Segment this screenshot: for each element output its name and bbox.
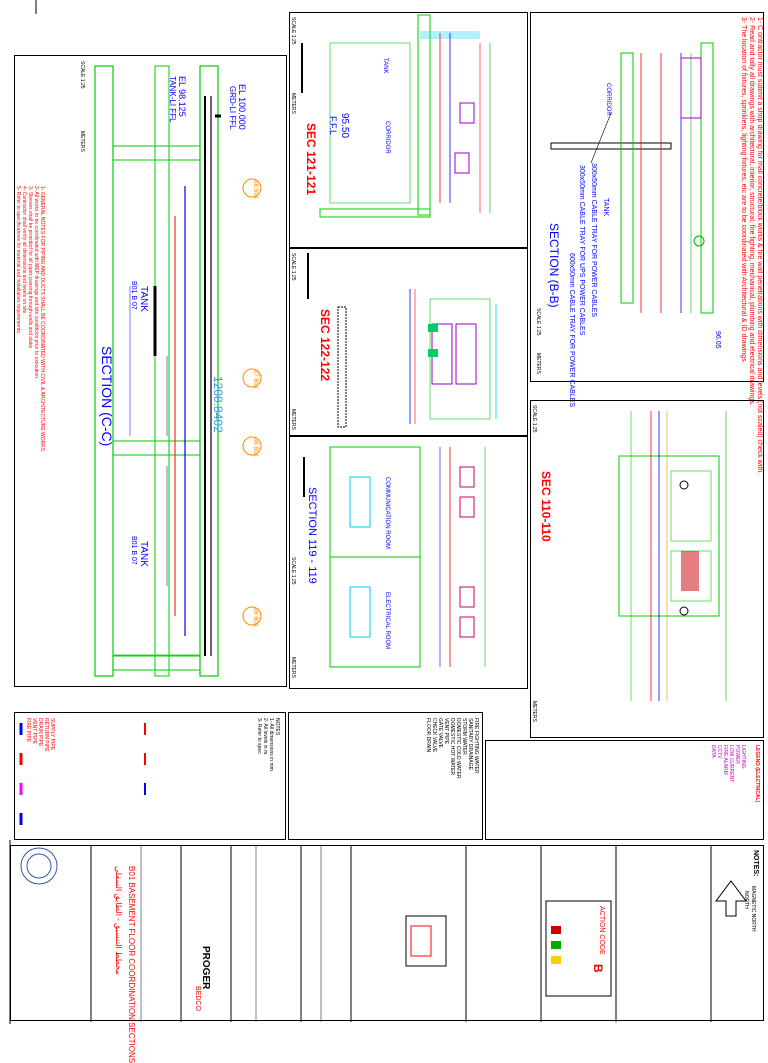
sec-110-frame: SEC 110-110 SCALE 1:25 METERS bbox=[530, 400, 764, 738]
cc-tag-1: 08 B01 bbox=[252, 180, 258, 200]
cc-tag-2: 07 B01 bbox=[252, 370, 258, 390]
drawing-title: B01 BASEMENT FLOOR COORDINATION SECTIONS bbox=[127, 866, 136, 1063]
title-block: B01 BASEMENT FLOOR COORDINATION SECTIONS… bbox=[10, 845, 764, 1063]
sec-bb-level: 96.05 bbox=[714, 331, 721, 349]
sec-119-frame: SECTION 119 - 119 COMMUNICATION ROOM ELE… bbox=[289, 436, 528, 689]
sec-bb-corridor: CORRIDOR bbox=[605, 83, 611, 116]
cc-tag-3: 08 B01 bbox=[252, 438, 258, 458]
sec-119-meters: METERS bbox=[290, 657, 296, 678]
section-cc-title: SECTION (C-C) bbox=[99, 346, 115, 447]
sec-bb-drawing bbox=[550, 42, 714, 314]
sec-122-frame: SEC 122-122 SCALE 1:25 METERS bbox=[289, 248, 528, 436]
sec-110-title: SEC 110-110 bbox=[539, 471, 553, 542]
sec-bb-tray2: 300x50mm CABLE TRAY FOR UPS POWER CABLES bbox=[578, 165, 585, 336]
north-label: NORTH bbox=[743, 891, 749, 909]
title-block-grid bbox=[90, 846, 747, 1022]
sec-bb-title: SECTION (B-B) bbox=[547, 223, 561, 308]
sec-121-tank: TANK bbox=[382, 58, 388, 74]
elevation-1: EL 100.000 bbox=[237, 84, 247, 130]
cc-scale: SCALE 1:25 bbox=[79, 61, 85, 89]
sec-122-meters: METERS bbox=[290, 409, 296, 430]
sec-121-corridor: CORRIDOR bbox=[384, 121, 390, 154]
sec-122-drawing bbox=[307, 253, 497, 428]
sec-bb-tray3: 600x50mm CABLE TRAY FOR POWER CABLES bbox=[568, 253, 575, 408]
cc-meters: METERS bbox=[79, 131, 85, 152]
sec-119-title: SECTION 119 - 119 bbox=[306, 487, 318, 584]
sec-119-elec: ELECTRICAL ROOM bbox=[384, 592, 390, 650]
sec-110-scale: SCALE 1:25 bbox=[531, 405, 537, 433]
sec-bb-scale: SCALE 1:25 bbox=[535, 308, 541, 336]
project-logo: BEDCO bbox=[194, 986, 201, 1011]
section-cc-frame: 1- GENERAL NOTES FOR PIPING AND DUCTS SH… bbox=[14, 55, 287, 687]
sec-122-scale: SCALE 1:25 bbox=[290, 253, 296, 281]
elevation-2b: TANK-LI FFL bbox=[168, 76, 177, 123]
hvac-notes: NOTES 1- All dimensions in mm.2- All lev… bbox=[256, 718, 280, 838]
cc-tag-4: 06 B01 bbox=[252, 608, 258, 628]
section-cc-notes: 1- GENERAL NOTES FOR PIPING AND DUCTS SH… bbox=[15, 186, 45, 453]
sec-121-ffl: F.F.L bbox=[328, 116, 338, 136]
action-code-value: B bbox=[591, 964, 605, 973]
sec-110-meters: METERS bbox=[531, 701, 537, 722]
tank-2-label: TANK bbox=[138, 541, 149, 567]
tank-1-id: B01 B 07 bbox=[130, 281, 137, 310]
legend-hvac-lines bbox=[19, 723, 146, 825]
sec-122-title: SEC 122-122 bbox=[318, 309, 332, 382]
sec-119-drawing bbox=[303, 446, 486, 668]
sec-119-scale: SCALE 1:25 bbox=[290, 557, 296, 585]
drawing-title-ar: مخطط التنسيق - الطابق السفلي bbox=[114, 866, 123, 975]
sec-bb-tray1: 300x50mm CABLE TRAY FOR POWER CABLES bbox=[590, 163, 597, 318]
cc-dimension-label: 1208.8402 bbox=[211, 376, 225, 433]
tank-2-id: B01 B 07 bbox=[130, 536, 137, 565]
elevation-2: EL 98.125 bbox=[177, 76, 187, 117]
sec-121-title: SEC 121-121 bbox=[304, 123, 318, 196]
sec-bb-meters: METERS bbox=[535, 353, 541, 374]
action-code-label: ACTION CODE bbox=[598, 906, 605, 955]
sec-121-scale: SCALE 1:25 bbox=[290, 17, 296, 45]
sec-121-meters: METERS bbox=[290, 93, 296, 114]
magnetic-north-label: MAGNETIC NORTH bbox=[750, 886, 756, 932]
hvac-notes-title: NOTES bbox=[274, 718, 280, 736]
contractor-logo: PROGER bbox=[200, 946, 211, 990]
consultant-stamp bbox=[20, 847, 58, 885]
elevation-1b: GRD-LI FFL bbox=[228, 86, 237, 130]
section-cc-drawing bbox=[94, 65, 262, 677]
tank-1-label: TANK bbox=[138, 286, 149, 312]
sec-121-drawing bbox=[301, 14, 491, 218]
sec-110-drawing bbox=[618, 411, 727, 701]
sec-121-level: 95.50 bbox=[339, 113, 350, 139]
sec-bb-frame: 1- C ontractor must submit a shop drawin… bbox=[530, 12, 764, 474]
sec-bb-tank: TANK bbox=[602, 198, 609, 217]
sec-119-comm: COMMUNICATION ROOM bbox=[384, 477, 390, 549]
sec-121-frame: SEC 121-121 95.50 F.F.L CORRIDOR TANK SC… bbox=[289, 12, 528, 248]
notes-label: NOTES: bbox=[752, 850, 759, 877]
electrical-legend-title: LEGEND (ELECTRICAL) bbox=[754, 745, 760, 803]
